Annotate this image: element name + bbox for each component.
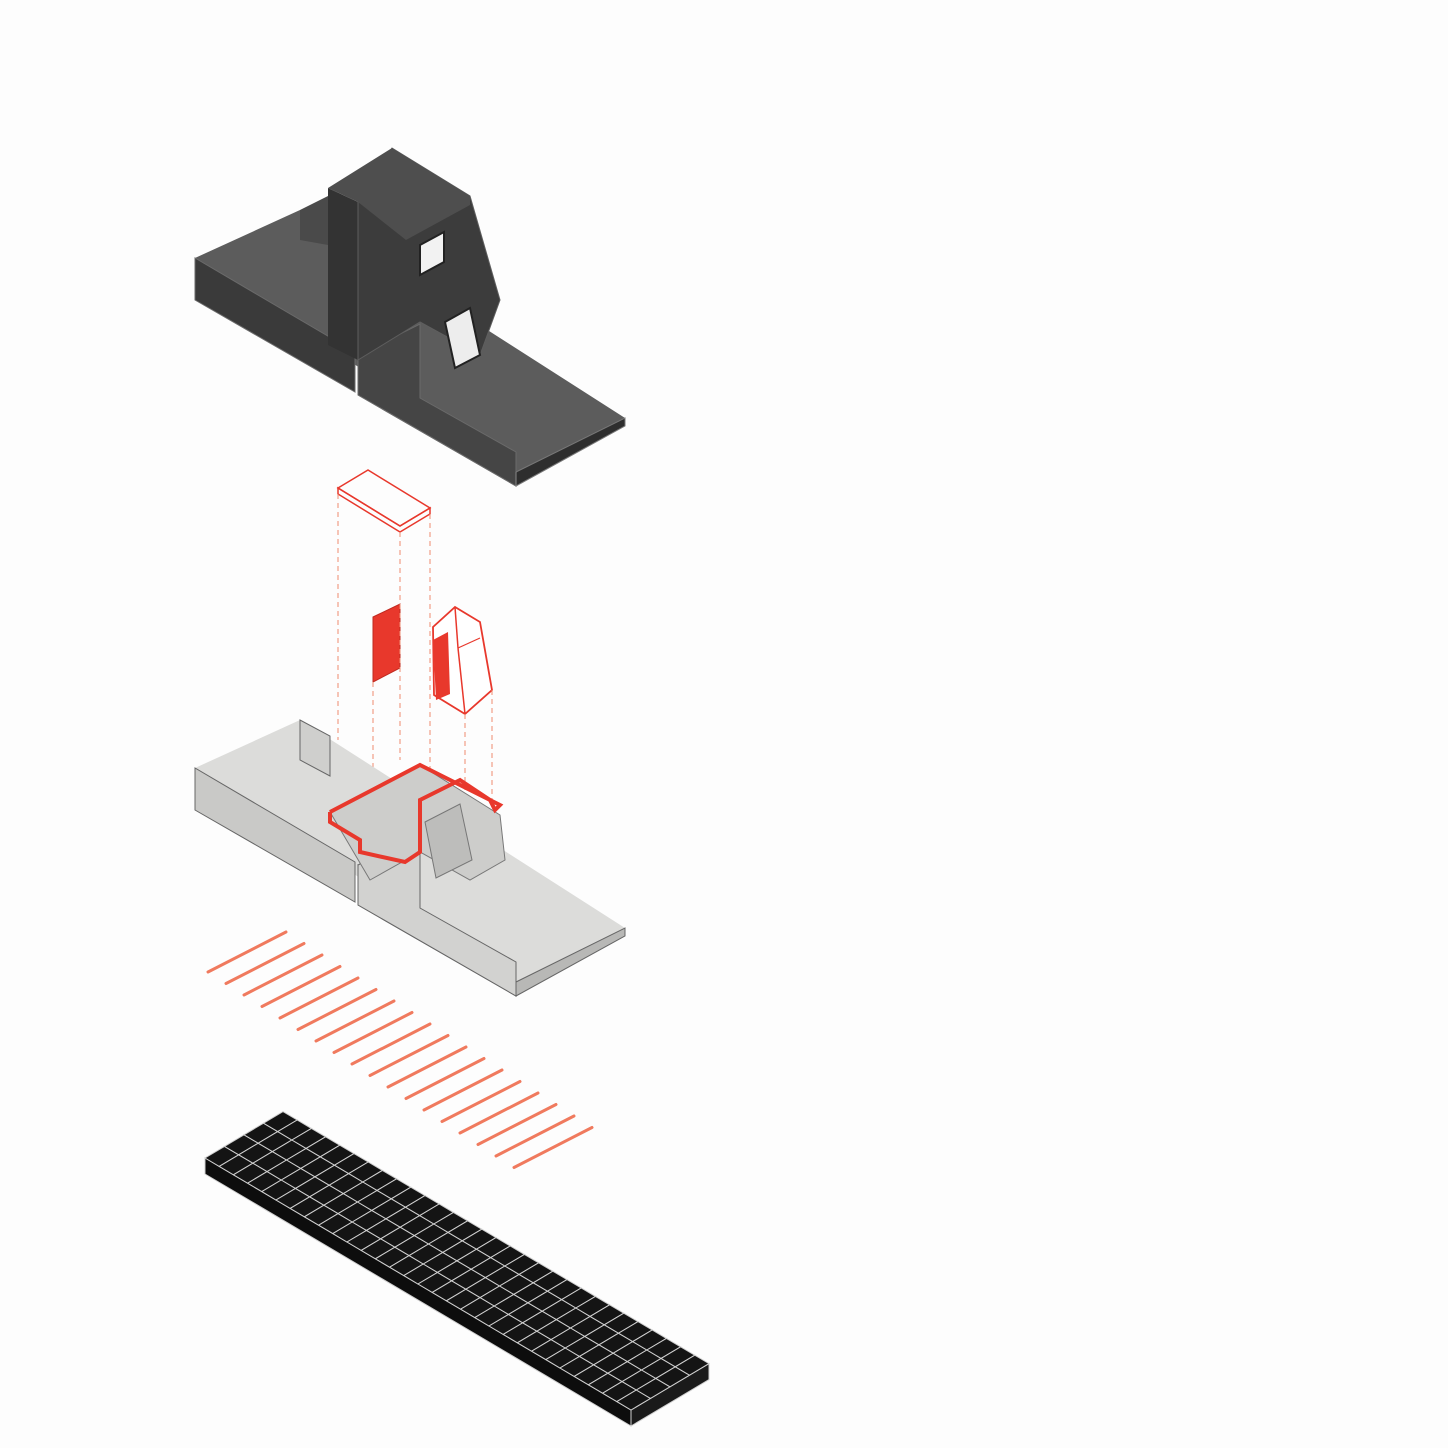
joist [386, 1045, 468, 1089]
joists [206, 930, 594, 1169]
joist [476, 1103, 558, 1146]
red-insert-face [433, 632, 450, 700]
roof-slab [336, 469, 432, 527]
tower-door [443, 306, 482, 370]
joist [332, 1011, 414, 1054]
joist [368, 1034, 450, 1077]
joist [260, 965, 342, 1008]
timber-tower-front [328, 188, 358, 360]
joist [458, 1091, 540, 1135]
black-foundation-grid [204, 1111, 710, 1427]
joist [278, 976, 360, 1020]
red-roof-and-wall-inserts [336, 469, 493, 800]
timber-left-wall [194, 257, 356, 393]
joist [314, 999, 396, 1043]
joist [224, 942, 306, 985]
joist [404, 1057, 486, 1100]
concrete-ground-shell [194, 719, 626, 997]
timber-tower-top [328, 148, 470, 240]
joist [422, 1068, 504, 1112]
joist [494, 1114, 576, 1158]
joist [440, 1080, 522, 1123]
roof-slab-edge [337, 486, 431, 533]
foundation-cell [674, 1354, 710, 1376]
concrete-left-wall [194, 767, 356, 903]
joist [206, 930, 288, 974]
timber-front-wall [357, 323, 517, 487]
joist [242, 953, 324, 997]
concrete-stair-block [424, 803, 473, 879]
red-wall-panel [372, 603, 401, 683]
tower-window [419, 230, 445, 277]
timber-back-wall [300, 196, 328, 245]
charred-timber-enclosure [194, 147, 626, 487]
joist [512, 1126, 594, 1169]
joist [350, 1022, 432, 1066]
joist [296, 988, 378, 1031]
tower-footprint-red [328, 762, 504, 865]
concrete-back-wall [299, 719, 331, 777]
